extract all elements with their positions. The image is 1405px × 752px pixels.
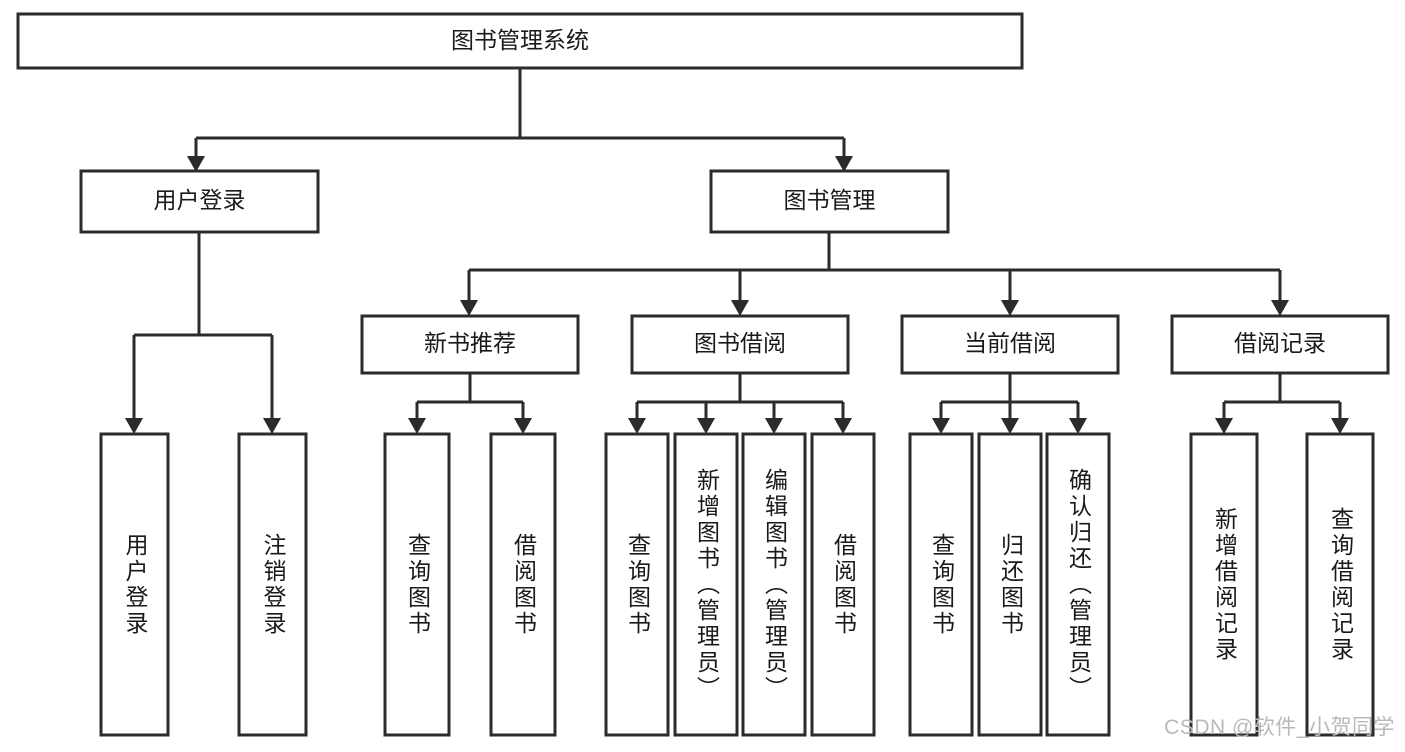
- leaf-box-user-login-2[interactable]: [237, 432, 308, 737]
- node-book-management-label: 图书管理: [784, 187, 876, 213]
- connector-newbook-to-leaves: [408, 373, 532, 434]
- node-book-borrow[interactable]: 图书借阅: [630, 314, 850, 375]
- connector-userlogin-to-leaves: [125, 232, 281, 434]
- node-borrow-record[interactable]: 借阅记录: [1170, 314, 1390, 375]
- leaf-box-currentborrow-3[interactable]: [1045, 432, 1111, 737]
- leaf-box-bookborrow-2[interactable]: [673, 432, 739, 737]
- node-user-login-label: 用户登录: [154, 187, 246, 213]
- leaf-box-bookborrow-1[interactable]: [604, 432, 670, 737]
- node-book-borrow-label: 图书借阅: [694, 330, 786, 356]
- node-user-login[interactable]: 用户登录: [79, 169, 320, 234]
- connector-bookborrow-to-leaves: [628, 373, 852, 434]
- node-new-book-recommend[interactable]: 新书推荐: [360, 314, 580, 375]
- leaf-box-borrowrecord-2[interactable]: [1305, 432, 1375, 737]
- node-current-borrow-label: 当前借阅: [964, 330, 1056, 356]
- node-root-label: 图书管理系统: [451, 27, 589, 53]
- leaf-box-newbook-2[interactable]: [489, 432, 557, 737]
- leaf-box-borrowrecord-1[interactable]: [1189, 432, 1259, 737]
- connector-bookmgmt-to-level3: [460, 232, 1289, 316]
- leaf-box-user-login-1[interactable]: [99, 432, 170, 737]
- leaf-box-bookborrow-4[interactable]: [810, 432, 876, 737]
- connector-borrowrecord-to-leaves: [1215, 373, 1349, 434]
- node-current-borrow[interactable]: 当前借阅: [900, 314, 1120, 375]
- leaf-box-newbook-1[interactable]: [383, 432, 451, 737]
- node-book-management[interactable]: 图书管理: [709, 169, 950, 234]
- node-new-book-recommend-label: 新书推荐: [424, 330, 516, 356]
- connector-currentborrow-to-leaves: [932, 373, 1087, 434]
- node-borrow-record-label: 借阅记录: [1234, 330, 1326, 356]
- connector-root-to-level2: [187, 68, 853, 172]
- csdn-watermark: CSDN @软件_小贺同学: [1164, 716, 1395, 739]
- leaf-box-currentborrow-1[interactable]: [908, 432, 974, 737]
- leaf-box-bookborrow-3[interactable]: [741, 432, 807, 737]
- leaf-box-currentborrow-2[interactable]: [977, 432, 1043, 737]
- node-root[interactable]: 图书管理系统: [16, 12, 1024, 70]
